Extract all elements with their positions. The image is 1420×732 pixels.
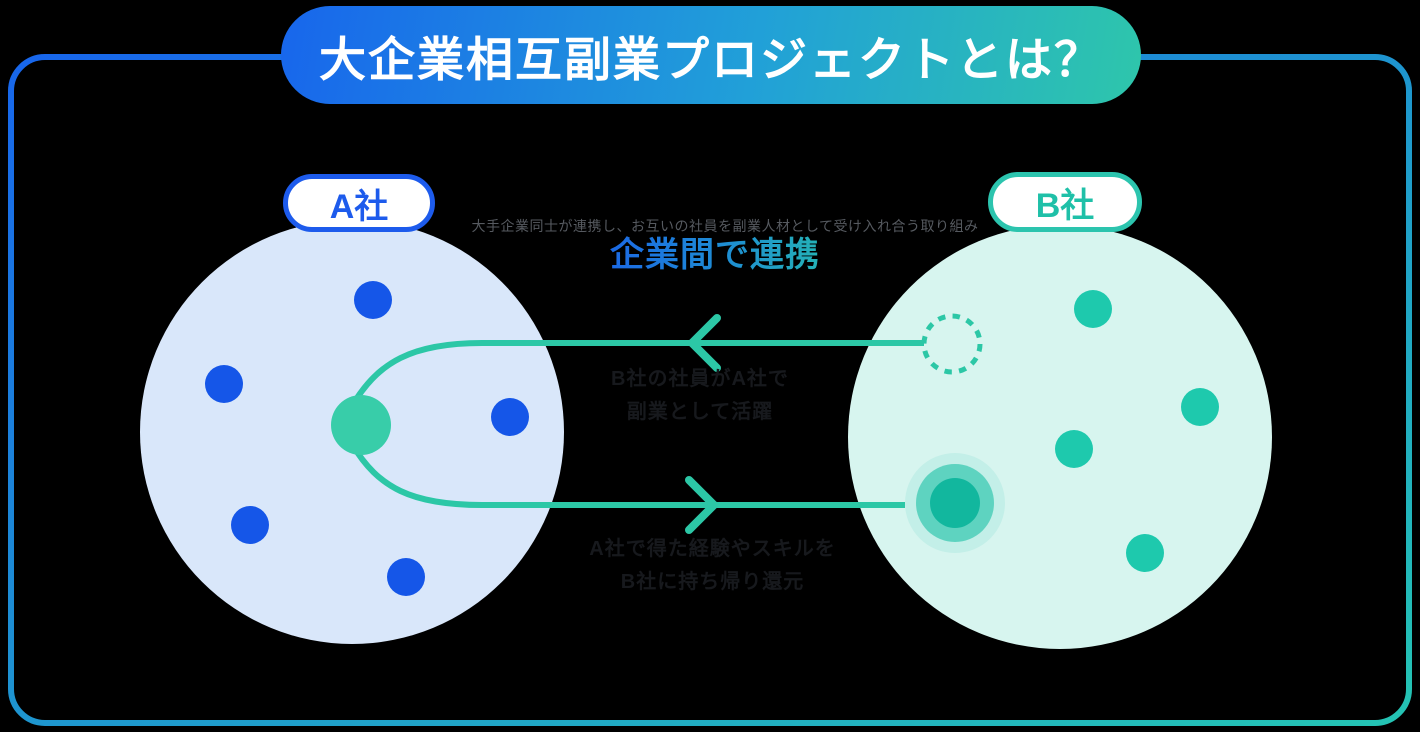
member-dot xyxy=(1126,534,1164,572)
title-banner: 大企業相互副業プロジェクトとは？ xyxy=(281,6,1141,104)
company-b-label: B社 xyxy=(1035,186,1095,225)
sidejob-member-dot xyxy=(331,395,391,455)
flow-outgoing-label: A社で得た経験やスキルを B社に持ち帰り還元 xyxy=(555,533,870,599)
company-connection-lines xyxy=(434,194,992,210)
arrow-left-icon xyxy=(688,314,721,372)
flow-outgoing-line2: B社に持ち帰り還元 xyxy=(620,571,805,593)
connection-caption: 大手企業同士が連携し、お互いの社員を副業人材として受け入れ合う取り組み xyxy=(471,218,979,234)
company-a-employee-dots xyxy=(205,281,529,596)
flow-incoming-label: B社の社員がA社で 副業として活躍 xyxy=(560,363,840,429)
flow-incoming-line2: 副業として活躍 xyxy=(626,401,774,423)
member-dot xyxy=(205,365,243,403)
highlighted-member-dot xyxy=(905,453,1005,553)
member-dot xyxy=(1055,430,1093,468)
member-dot xyxy=(1181,388,1219,426)
member-dot xyxy=(387,558,425,596)
vacancy-dashed-circle xyxy=(921,313,983,375)
member-dot xyxy=(354,281,392,319)
member-dot xyxy=(491,398,529,436)
company-a-pill: A社 xyxy=(283,174,435,232)
connection-headline: 企業間で連携 xyxy=(565,227,865,276)
flow-outgoing-line1: A社で得た経験やスキルを xyxy=(589,538,836,560)
flow-curves xyxy=(349,340,924,508)
member-dot xyxy=(1074,290,1112,328)
arrow-right-icon xyxy=(685,476,718,534)
member-dot xyxy=(231,506,269,544)
flow-incoming-line1: B社の社員がA社で xyxy=(611,368,789,390)
company-a-label: A社 xyxy=(329,187,389,226)
company-b-pill: B社 xyxy=(988,172,1142,232)
page-title: 大企業相互副業プロジェクトとは？ xyxy=(319,32,1103,86)
company-b-employee-dots xyxy=(1055,290,1219,572)
